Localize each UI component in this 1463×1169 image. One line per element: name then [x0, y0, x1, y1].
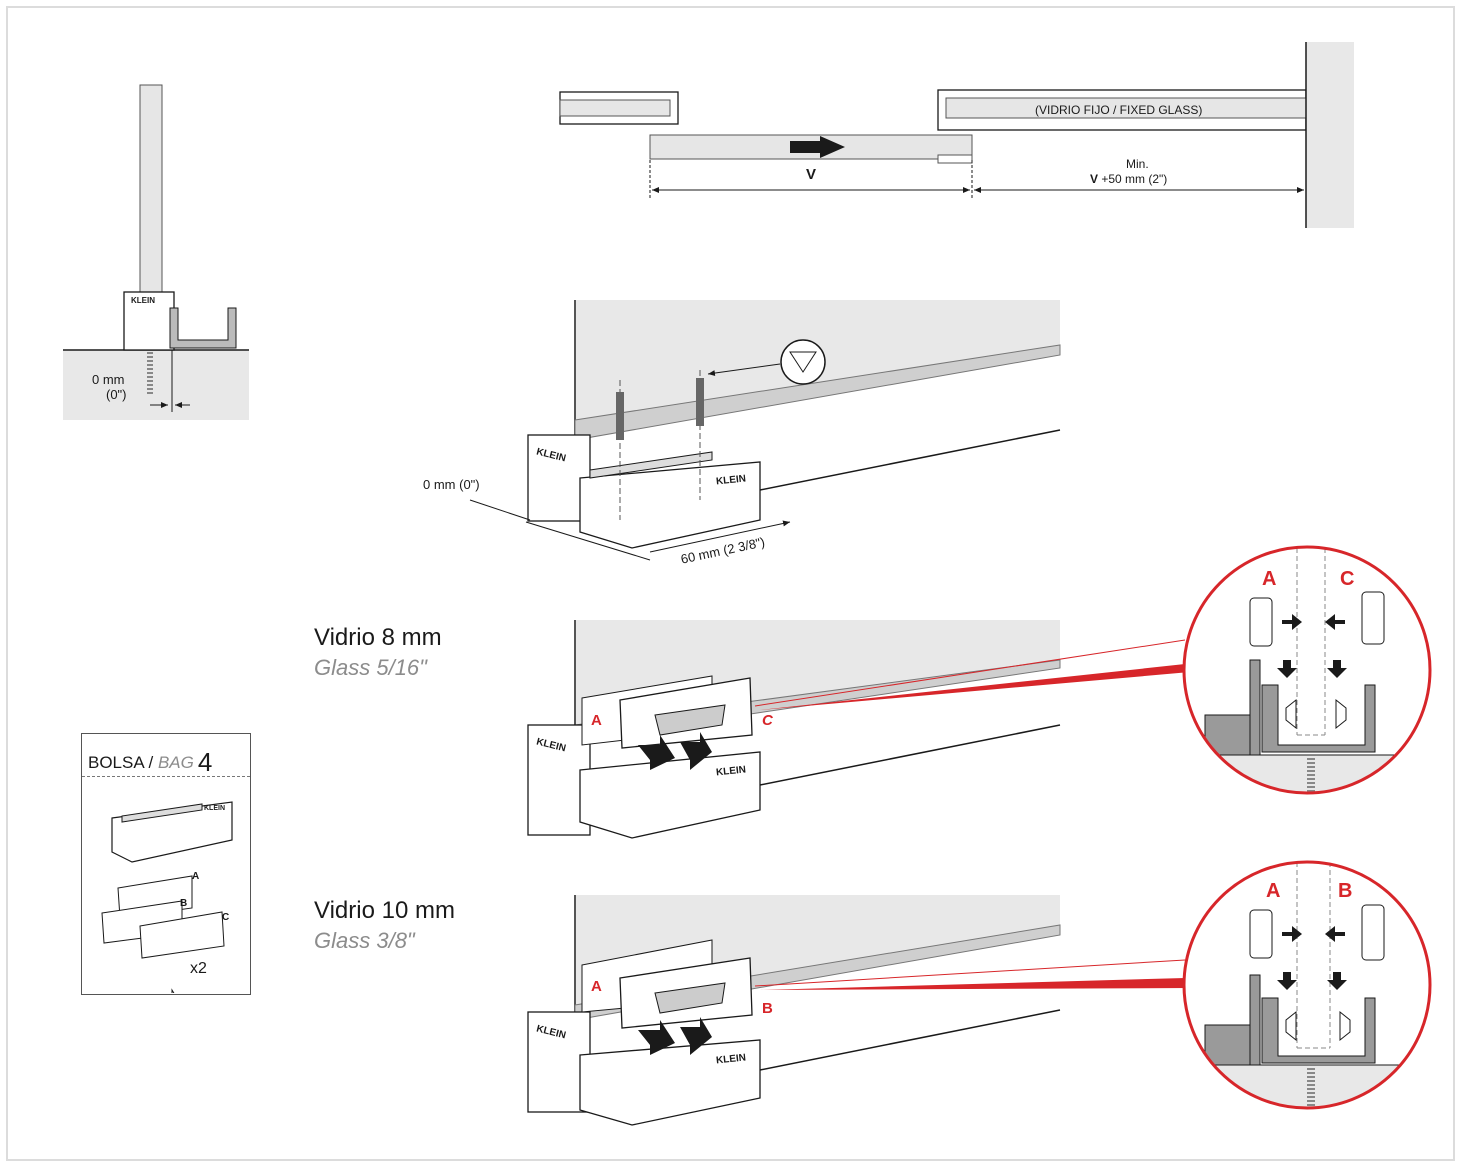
arrow-down-icon [638, 735, 675, 770]
clip-a-label: A [591, 978, 602, 995]
clip-b-label: B [762, 1000, 773, 1017]
arrow-down-icon [680, 732, 712, 770]
detail-circle-10mm [1182, 860, 1432, 1110]
top-layout-diagram [559, 42, 1354, 228]
side-detail-diagram [63, 84, 249, 420]
offset-in-label: (0") [106, 387, 127, 402]
install-diagram [469, 300, 1061, 561]
glass-10-subtitle: Glass 3/8" [314, 928, 415, 953]
bag-part-c-label: C [222, 912, 230, 923]
detail-a-label: A [1266, 880, 1281, 902]
clip-c-part-icon [139, 911, 225, 959]
arrow-right-icon [790, 136, 845, 158]
min-label: Min. [1126, 157, 1149, 171]
install-offset-label: 0 mm (0") [423, 477, 480, 492]
bag-divider [82, 776, 250, 777]
bag-brand-logo: KLEIN [204, 805, 225, 812]
clip-c-label: C [762, 712, 773, 729]
glass-8-title: Vidrio 8 mm [314, 624, 442, 651]
screw-icon [171, 988, 175, 993]
screw-quantity: x2 [190, 960, 207, 977]
glass-8-subtitle: Glass 5/16" [314, 655, 427, 680]
bag-part-b-label: B [180, 898, 188, 909]
min-value-label: V +50 mm (2") [1090, 172, 1168, 186]
glass-10-diagram [527, 895, 1190, 1126]
detail-circle-8mm [1182, 545, 1432, 795]
fixed-glass-label: (VIDRIO FIJO / FIXED GLASS) [1035, 103, 1203, 117]
v-dimension-label: V [806, 166, 817, 183]
detail-c-label: C [1340, 568, 1355, 590]
screw-icon [696, 378, 704, 426]
detail-a-label: A [1262, 568, 1277, 590]
screw-icon [616, 392, 624, 440]
arrow-down-icon [638, 1020, 675, 1055]
glass-10-title: Vidrio 10 mm [314, 897, 455, 924]
bag-parts-illustration [101, 801, 233, 993]
arrow-down-icon [680, 1017, 712, 1055]
glass-8-diagram [527, 620, 1190, 839]
detail-b-label: B [1338, 880, 1353, 902]
brand-logo-small: KLEIN [131, 296, 155, 305]
clip-a-label: A [591, 712, 602, 729]
bag-part-a-label: A [192, 871, 200, 882]
offset-mm-label: 0 mm [92, 372, 125, 387]
